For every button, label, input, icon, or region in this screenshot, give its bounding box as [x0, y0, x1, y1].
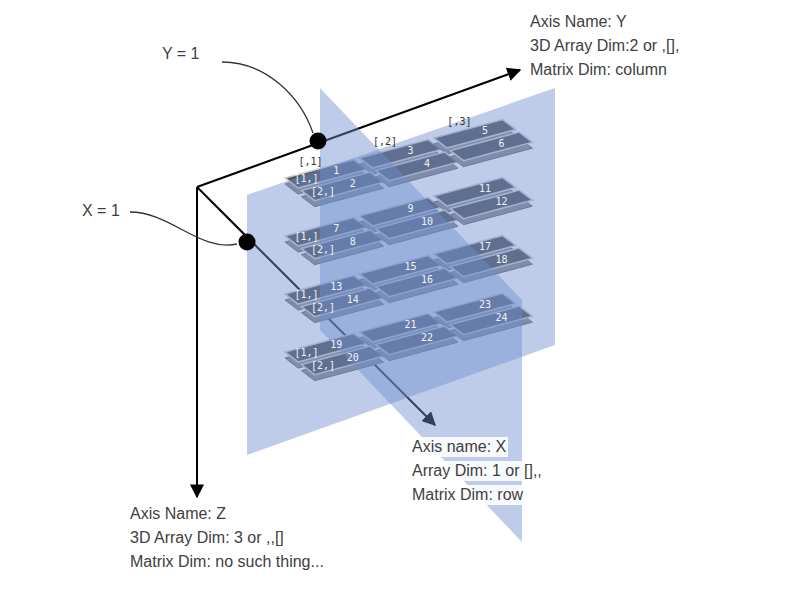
axis-label: Axis Name: Z [128, 504, 228, 524]
cell-label: [2,] [311, 186, 335, 198]
cell-label: [2,] [311, 244, 335, 256]
cell-label: 2 [350, 178, 356, 190]
axis-label: Matrix Dim: no such thing... [128, 552, 326, 572]
axis-label: X = 1 [80, 201, 122, 221]
cell-label: 15 [405, 261, 417, 273]
cell-label: 23 [479, 299, 491, 311]
cell-label: 21 [405, 319, 417, 331]
cell-label: [1,] [294, 289, 318, 301]
cut-planes [247, 88, 555, 542]
cell-label: [2,] [311, 360, 335, 372]
cell-label: [1,] [294, 347, 318, 359]
cell-label: 10 [421, 216, 433, 228]
x-point [239, 234, 256, 251]
leader-line [222, 62, 313, 133]
axis-label: Axis name: X [410, 437, 508, 457]
cell-label: 7 [333, 223, 339, 235]
cell-label: [2,] [311, 302, 335, 314]
z-axis [196, 187, 198, 497]
cell-label: 17 [479, 241, 491, 253]
axis-label: Array Dim: 1 or [],, [410, 461, 544, 481]
cell-label: 19 [330, 339, 342, 351]
axis-label: Matrix Dim: row [410, 485, 525, 505]
cell-label: 5 [482, 125, 488, 137]
cell-label: 3 [408, 145, 414, 157]
column-header: [,2] [373, 136, 397, 148]
column-header: [,1] [299, 156, 323, 168]
cell-label: 8 [350, 236, 356, 248]
cell-label: 11 [479, 183, 491, 195]
cell-label: 1 [333, 165, 339, 177]
cell-label: 13 [330, 281, 342, 293]
cell-label: 24 [496, 312, 508, 324]
cell-label: 20 [347, 352, 359, 364]
cell-label: 9 [408, 203, 414, 215]
axis-label: 3D Array Dim:2 or ,[], [528, 36, 681, 56]
axis-label: Matrix Dim: column [528, 60, 669, 80]
cell-label: 18 [496, 254, 508, 266]
cell-label: 12 [496, 196, 508, 208]
y-point [310, 133, 327, 150]
leader-lines [130, 62, 327, 251]
leader-line [130, 212, 237, 245]
cell-label: [1,] [294, 231, 318, 243]
axis-label: Y = 1 [160, 44, 202, 64]
axis-label: 3D Array Dim: 3 or ,,[] [128, 528, 286, 548]
cell-label: [1,] [294, 173, 318, 185]
axis-label: Axis Name: Y [528, 12, 629, 32]
column-header: [,3] [447, 116, 471, 128]
cell-label: 4 [424, 158, 430, 170]
cell-label: 14 [347, 294, 359, 306]
cell-label: 6 [499, 138, 505, 150]
cell-label: 22 [421, 332, 433, 344]
cell-label: 16 [421, 274, 433, 286]
